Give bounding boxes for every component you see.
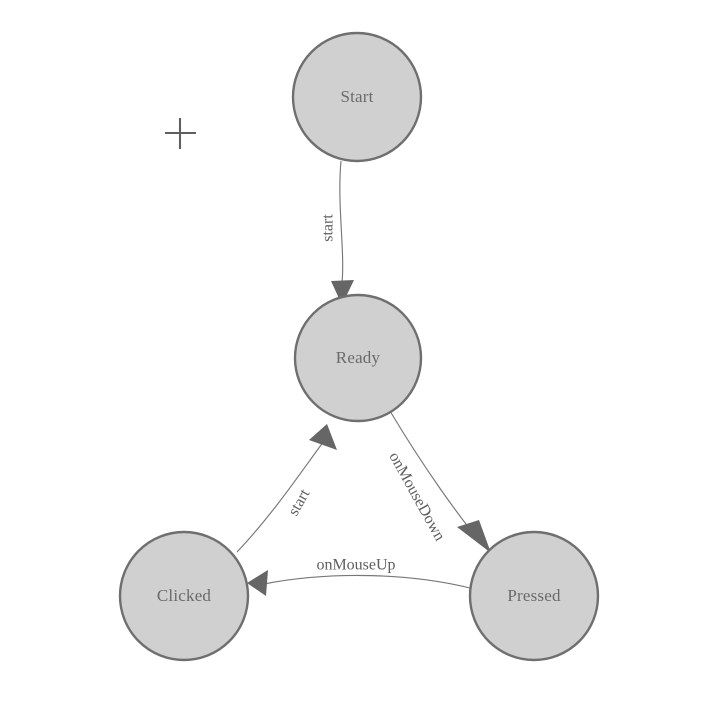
node-label-pressed: Pressed bbox=[507, 586, 561, 605]
edge-label-clicked-to-ready: start bbox=[285, 486, 313, 519]
arrow-head-ready-top bbox=[331, 280, 354, 305]
plus-marker-icon bbox=[165, 118, 196, 149]
edge-path-pressed-to-clicked bbox=[263, 574, 471, 589]
edge-pressed-to-clicked[interactable] bbox=[247, 570, 471, 596]
node-circle-clicked bbox=[118, 530, 250, 662]
node-clicked[interactable]: Clicked bbox=[118, 530, 250, 662]
arrow-head-pressed-topleft bbox=[457, 520, 491, 553]
node-label-ready: Ready bbox=[336, 348, 381, 367]
edge-path-start-to-ready bbox=[339, 160, 344, 284]
node-label-start: Start bbox=[340, 87, 373, 106]
edge-label-pressed-to-clicked: onMouseUp bbox=[316, 557, 395, 574]
edge-clicked-to-ready[interactable] bbox=[236, 424, 337, 553]
edge-label-start-to-ready: start bbox=[320, 214, 337, 242]
node-circle-pressed bbox=[468, 530, 600, 662]
arrow-head-ready-bottomleft bbox=[309, 424, 337, 450]
node-start[interactable]: Start bbox=[291, 31, 423, 163]
edge-start-to-ready[interactable] bbox=[331, 160, 354, 305]
node-circle-start bbox=[291, 31, 423, 163]
edge-path-clicked-to-ready bbox=[236, 436, 328, 553]
edge-ready-to-pressed[interactable] bbox=[389, 410, 491, 553]
arrow-head-clicked-right bbox=[247, 570, 268, 596]
node-pressed[interactable]: Pressed bbox=[468, 530, 600, 662]
node-circle-ready bbox=[293, 293, 423, 423]
node-label-clicked: Clicked bbox=[157, 586, 212, 605]
edge-label-ready-to-pressed: onMouseDown bbox=[385, 449, 448, 544]
node-ready[interactable]: Ready bbox=[293, 293, 423, 423]
